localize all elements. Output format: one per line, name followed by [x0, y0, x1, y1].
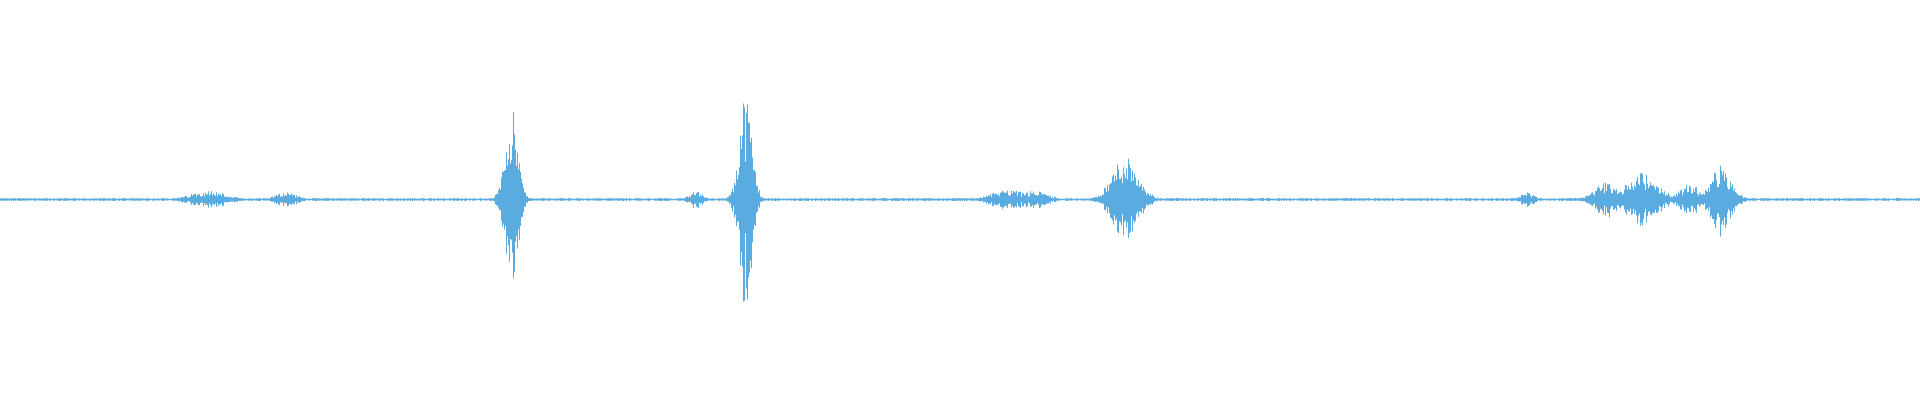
waveform-bars: [0, 103, 1920, 302]
